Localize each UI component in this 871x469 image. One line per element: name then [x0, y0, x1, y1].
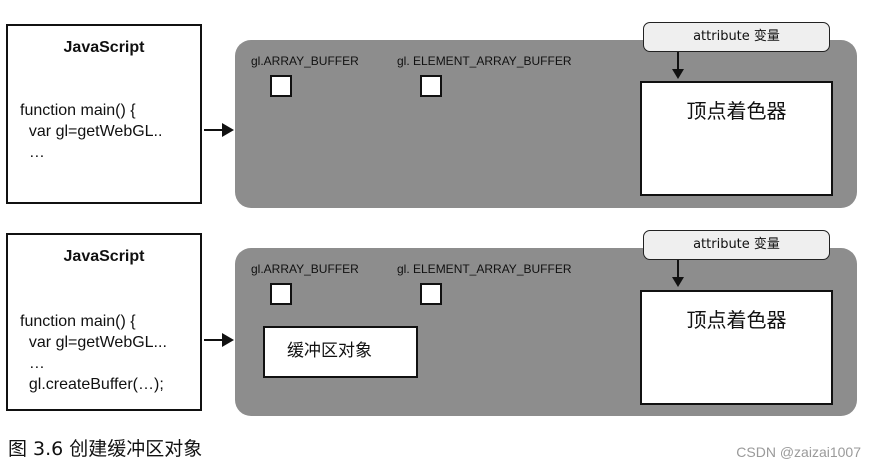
js-title: JavaScript — [63, 39, 145, 56]
js-code-box-top: JavaScript function main() { var gl=getW… — [6, 24, 202, 204]
element-array-buffer-slot — [420, 283, 442, 305]
arrow-to-gl-top — [204, 129, 224, 131]
element-array-buffer-label: gl. ELEMENT_ARRAY_BUFFER — [397, 262, 572, 276]
code-line: … — [20, 144, 45, 161]
array-buffer-label: gl.ARRAY_BUFFER — [251, 54, 359, 68]
code-line: function main() { — [20, 313, 136, 330]
vertex-shader-label: 顶点着色器 — [686, 99, 787, 123]
vertex-shader-box: 顶点着色器 — [640, 81, 833, 196]
watermark: CSDN @zaizai1007 — [736, 444, 861, 460]
code-line: … — [20, 355, 45, 372]
vertex-shader-label: 顶点着色器 — [686, 308, 787, 332]
attribute-variable-tag: attribute 变量 — [643, 22, 830, 52]
code-line: var gl=getWebGL.. — [20, 123, 163, 140]
arrow-head-right-icon — [222, 333, 234, 347]
array-buffer-slot — [270, 283, 292, 305]
vertex-shader-box: 顶点着色器 — [640, 290, 833, 405]
arrow-head-down-icon — [672, 69, 684, 79]
buffer-object-box: 缓冲区对象 — [263, 326, 418, 378]
arrow-to-gl-bottom — [204, 339, 224, 341]
webgl-system-panel-top: gl.ARRAY_BUFFER gl. ELEMENT_ARRAY_BUFFER… — [235, 40, 857, 208]
element-array-buffer-slot — [420, 75, 442, 97]
arrow-head-down-icon — [672, 277, 684, 287]
js-code-box-bottom: JavaScript function main() { var gl=getW… — [6, 233, 202, 411]
code-line: function main() { — [20, 102, 136, 119]
attribute-arrow-line — [677, 260, 679, 278]
arrow-head-right-icon — [222, 123, 234, 137]
js-title: JavaScript — [63, 248, 145, 265]
figure-caption: 图 3.6 创建缓冲区对象 — [8, 438, 203, 460]
code-line: gl.createBuffer(…); — [20, 376, 164, 393]
array-buffer-slot — [270, 75, 292, 97]
attribute-arrow-line — [677, 52, 679, 70]
attribute-variable-tag: attribute 变量 — [643, 230, 830, 260]
webgl-system-panel-bottom: gl.ARRAY_BUFFER gl. ELEMENT_ARRAY_BUFFER… — [235, 248, 857, 416]
array-buffer-label: gl.ARRAY_BUFFER — [251, 262, 359, 276]
element-array-buffer-label: gl. ELEMENT_ARRAY_BUFFER — [397, 54, 572, 68]
code-line: var gl=getWebGL... — [20, 334, 167, 351]
